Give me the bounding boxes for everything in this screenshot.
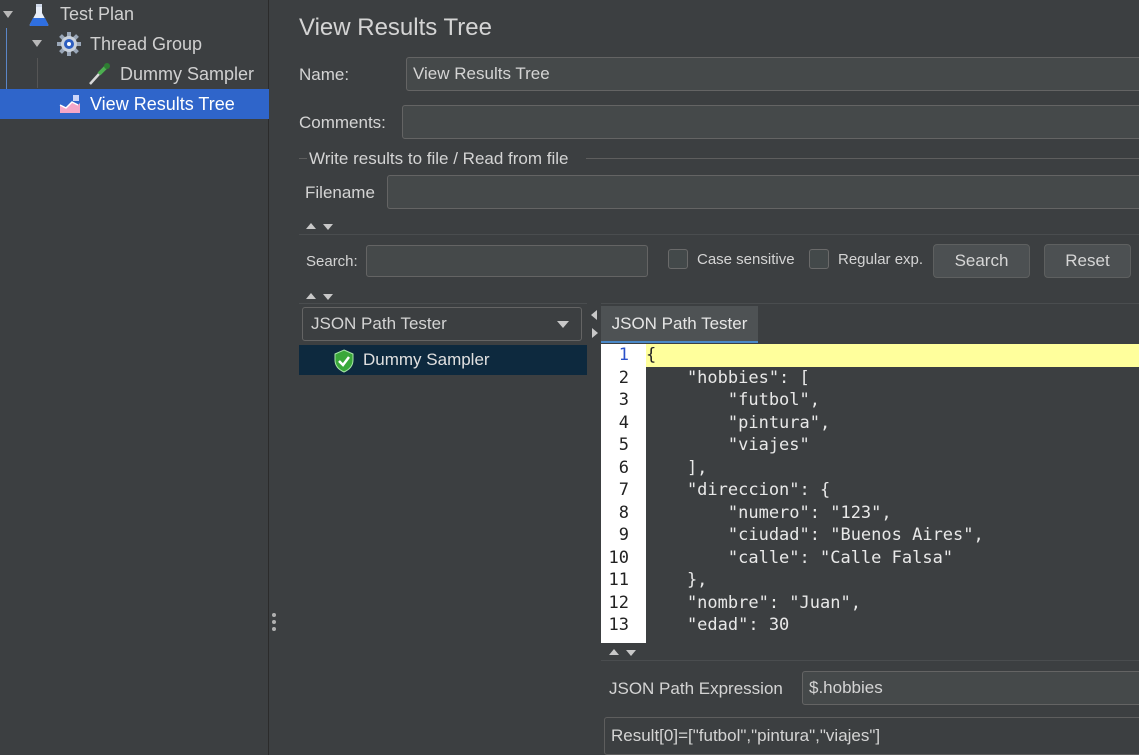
collapse-right-icon[interactable]: [592, 328, 598, 338]
tab-json-path-tester[interactable]: JSON Path Tester: [601, 306, 758, 343]
line-number: 11: [608, 570, 629, 590]
success-shield-icon: [333, 349, 355, 378]
collapse-arrows-bottom[interactable]: [609, 647, 649, 659]
json-path-result: Result[0]=["futbol","pintura","viajes"]: [604, 717, 1139, 755]
chart-icon: [58, 93, 82, 120]
tree-item-label: Dummy Sampler: [120, 64, 255, 84]
line-number: 8: [618, 502, 629, 523]
code-line: "pintura",: [646, 412, 831, 433]
code-line: {: [646, 345, 657, 365]
result-item-label: Dummy Sampler: [363, 350, 490, 369]
code-line: "hobbies": [: [646, 367, 810, 388]
test-plan-tree: Test Plan Thread Group: [0, 0, 269, 755]
code-line: "ciudad": "Buenos Aires",: [646, 525, 984, 545]
tree-item-view-results-tree[interactable]: View Results Tree: [0, 89, 269, 119]
current-line-highlight: [646, 344, 1139, 367]
renderer-select[interactable]: JSON Path Tester: [302, 307, 582, 341]
pipette-icon: [86, 61, 112, 92]
line-number: 10: [608, 547, 629, 568]
line-number: 13: [608, 615, 629, 635]
line-number: 9: [618, 525, 629, 545]
code-line: "calle": "Calle Falsa": [646, 547, 954, 568]
code-line: "nombre": "Juan",: [646, 592, 861, 613]
tree-item-label: Test Plan: [60, 4, 135, 24]
splitter-handle[interactable]: [272, 613, 276, 633]
expand-toggle-icon[interactable]: [3, 11, 13, 18]
collapse-up-icon[interactable]: [306, 293, 316, 299]
case-sensitive-checkbox[interactable]: [668, 249, 688, 269]
search-input[interactable]: [366, 245, 648, 277]
comments-field[interactable]: [402, 105, 1139, 139]
flask-icon: [28, 3, 50, 32]
json-path-expression-label: JSON Path Expression: [609, 679, 783, 698]
collapse-arrows-top[interactable]: [306, 221, 346, 233]
case-sensitive-label: Case sensitive: [697, 251, 795, 268]
search-button[interactable]: Search: [933, 244, 1030, 278]
line-number: 12: [608, 592, 629, 613]
collapse-left-icon[interactable]: [591, 310, 597, 320]
tree-item-test-plan[interactable]: Test Plan: [0, 0, 269, 30]
reset-button[interactable]: Reset: [1044, 244, 1131, 278]
filename-field[interactable]: [387, 175, 1139, 209]
name-field[interactable]: View Results Tree: [406, 57, 1139, 91]
comments-label: Comments:: [299, 113, 386, 132]
code-line: },: [646, 570, 708, 590]
page-title: View Results Tree: [299, 14, 492, 41]
tree-item-label: Thread Group: [90, 34, 203, 54]
collapse-down-icon[interactable]: [323, 294, 333, 300]
tree-item-dummy-sampler[interactable]: Dummy Sampler: [0, 59, 269, 89]
json-path-expression-input[interactable]: $.hobbies: [802, 671, 1139, 705]
line-number: 5: [618, 435, 629, 455]
collapse-arrows-mid[interactable]: [306, 291, 346, 303]
line-number: 6: [618, 457, 629, 478]
gear-icon: [56, 31, 82, 62]
code-line: ],: [646, 457, 708, 478]
filename-label: Filename: [305, 183, 375, 202]
line-number: 7: [618, 480, 629, 500]
collapse-down-icon[interactable]: [626, 650, 636, 656]
regex-label: Regular exp.: [838, 251, 924, 268]
chevron-down-icon[interactable]: [557, 321, 569, 328]
line-number: 4: [618, 412, 629, 433]
regex-checkbox[interactable]: [809, 249, 829, 269]
code-line: "edad": 30: [646, 615, 790, 635]
collapse-up-icon[interactable]: [609, 649, 619, 655]
line-number: 3: [618, 390, 629, 410]
expand-toggle-icon[interactable]: [32, 40, 42, 47]
file-group-title: Write results to file / Read from file: [309, 149, 569, 168]
collapse-up-icon[interactable]: [306, 223, 316, 229]
code-line: "futbol",: [646, 390, 820, 410]
tree-item-label: View Results Tree: [90, 94, 235, 114]
view-results-tree-panel: View Results Tree Name: View Results Tre…: [284, 0, 1139, 755]
vertical-splitter[interactable]: [587, 303, 601, 755]
search-label: Search:: [306, 253, 358, 270]
collapse-down-icon[interactable]: [323, 224, 333, 230]
code-line: "direccion": {: [646, 480, 831, 500]
code-line: "viajes": [646, 435, 810, 455]
code-area[interactable]: { "hobbies": [ "futbol", "pintura", "via…: [646, 344, 1139, 643]
tree-item-thread-group[interactable]: Thread Group: [0, 29, 269, 59]
line-number: 1: [618, 345, 629, 365]
renderer-select-value: JSON Path Tester: [311, 314, 447, 333]
result-list-item[interactable]: Dummy Sampler: [299, 345, 587, 375]
name-label: Name:: [299, 65, 350, 84]
code-line: "numero": "123",: [646, 502, 892, 523]
line-number: 2: [618, 367, 629, 388]
